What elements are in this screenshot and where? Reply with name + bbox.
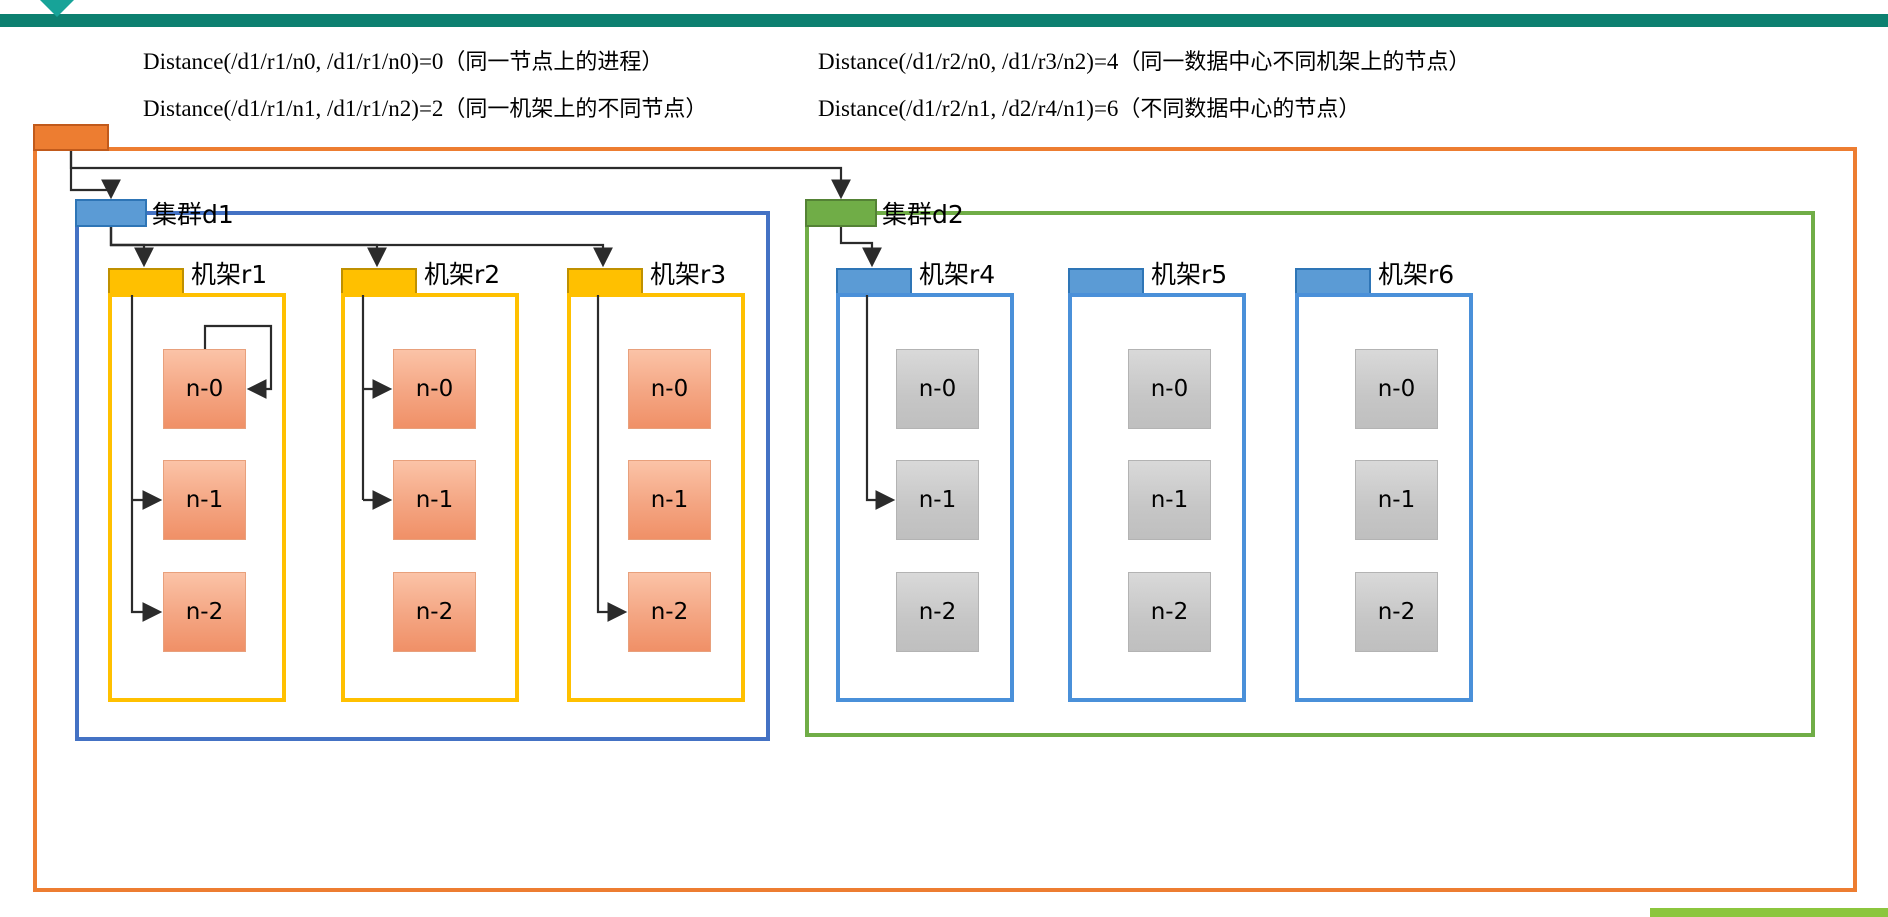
rack-r4-frame [836, 293, 1014, 702]
rack-r3-frame [567, 293, 745, 702]
node-d1-r2-n1[interactable]: n-1 [393, 460, 476, 540]
equation-formula: Distance(/d1/r1/n0, /d1/r1/n0)=0 [143, 49, 444, 74]
node-d1-r1-n1[interactable]: n-1 [163, 460, 246, 540]
node-d2-r6-n1[interactable]: n-1 [1355, 460, 1438, 540]
slide-top-accent-bar [0, 14, 1888, 27]
equation-note: （同一节点上的进程） [443, 50, 664, 75]
rack-r3-label: 机架r3 [650, 260, 727, 289]
node-d1-r1-n2[interactable]: n-2 [163, 572, 246, 652]
rack-r1-tab[interactable] [108, 268, 184, 295]
equation-formula: Distance(/d1/r1/n1, /d1/r1/n2)=2 [143, 96, 444, 121]
cluster-d1-label: 集群d1 [152, 200, 234, 229]
node-d1-r2-n2[interactable]: n-2 [393, 572, 476, 652]
node-d2-r5-n0[interactable]: n-0 [1128, 349, 1211, 429]
equation-formula: Distance(/d1/r2/n0, /d1/r3/n2)=4 [818, 49, 1119, 74]
rack-r5-tab[interactable] [1068, 268, 1144, 295]
rack-r1-frame [108, 293, 286, 702]
cluster-d2-label: 集群d2 [882, 200, 964, 229]
cluster-d1-frame [75, 211, 770, 741]
rack-r6-label: 机架r6 [1378, 260, 1455, 289]
cluster-d2-frame [805, 211, 1815, 737]
equation-note: （同一机架上的不同节点） [443, 97, 708, 122]
node-d2-r5-n2[interactable]: n-2 [1128, 572, 1211, 652]
rack-r6-tab[interactable] [1295, 268, 1371, 295]
rack-r5-label: 机架r5 [1151, 260, 1228, 289]
datacenter-root-tab[interactable] [33, 124, 109, 151]
rack-r1-label: 机架r1 [191, 260, 268, 289]
cluster-d2-tab[interactable] [805, 199, 877, 227]
distance-equation-2: Distance(/d1/r2/n0, /d1/r3/n2)=4（同一数据中心不… [818, 44, 1470, 76]
node-d2-r4-n1[interactable]: n-1 [896, 460, 979, 540]
rack-r2-tab[interactable] [341, 268, 417, 295]
datacenter-root-frame [33, 147, 1857, 892]
node-d2-r4-n2[interactable]: n-2 [896, 572, 979, 652]
equation-formula: Distance(/d1/r2/n1, /d2/r4/n1)=6 [818, 96, 1119, 121]
equation-note: （不同数据中心的节点） [1118, 97, 1361, 122]
rack-r2-label: 机架r2 [424, 260, 501, 289]
distance-equation-1: Distance(/d1/r1/n1, /d1/r1/n2)=2（同一机架上的不… [143, 91, 707, 123]
rack-r4-tab[interactable] [836, 268, 912, 295]
node-d1-r1-n0[interactable]: n-0 [163, 349, 246, 429]
node-d1-r2-n0[interactable]: n-0 [393, 349, 476, 429]
distance-equation-3: Distance(/d1/r2/n1, /d2/r4/n1)=6（不同数据中心的… [818, 91, 1360, 123]
rack-r5-frame [1068, 293, 1246, 702]
rack-r2-frame [341, 293, 519, 702]
slide-bottom-accent-bar [1650, 908, 1888, 917]
rack-r3-tab[interactable] [567, 268, 643, 295]
equation-note: （同一数据中心不同机架上的节点） [1118, 50, 1471, 75]
rack-r4-label: 机架r4 [919, 260, 996, 289]
node-d1-r3-n0[interactable]: n-0 [628, 349, 711, 429]
node-d1-r3-n1[interactable]: n-1 [628, 460, 711, 540]
node-d2-r6-n2[interactable]: n-2 [1355, 572, 1438, 652]
cluster-d1-tab[interactable] [75, 199, 147, 227]
node-d2-r6-n0[interactable]: n-0 [1355, 349, 1438, 429]
node-d2-r4-n0[interactable]: n-0 [896, 349, 979, 429]
node-d1-r3-n2[interactable]: n-2 [628, 572, 711, 652]
node-d2-r5-n1[interactable]: n-1 [1128, 460, 1211, 540]
rack-r6-frame [1295, 293, 1473, 702]
distance-equation-0: Distance(/d1/r1/n0, /d1/r1/n0)=0（同一节点上的进… [143, 44, 663, 76]
